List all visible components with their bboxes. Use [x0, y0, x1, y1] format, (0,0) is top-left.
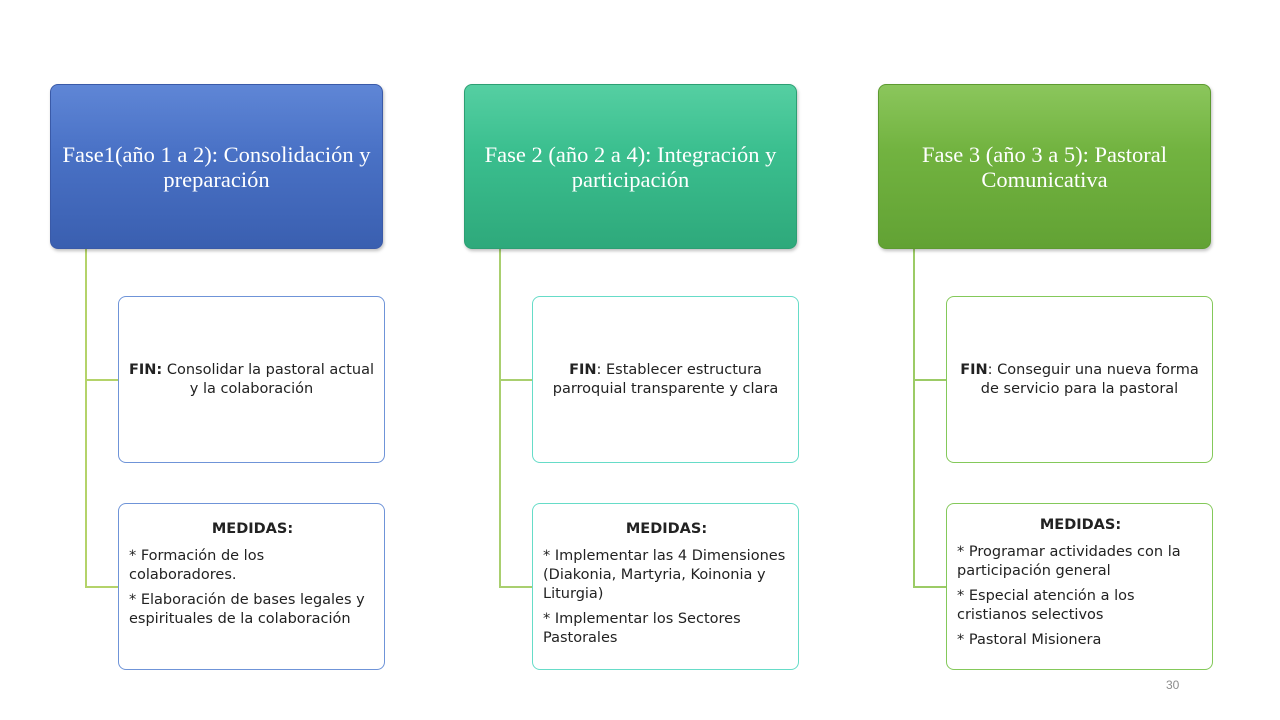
phase-2-medidas-title: MEDIDAS: [625, 521, 708, 537]
phase-2-connector-medidas [499, 586, 532, 588]
phase-2-header: Fase 2 (año 2 a 4): Integración y partic… [464, 84, 797, 249]
phase-1-connector-fin [85, 379, 118, 381]
phase-1-connector-vertical [85, 249, 87, 587]
phase-1-fin-text: Consolidar la pastoral actual y la colab… [162, 361, 375, 397]
phase-2-fin-label: FIN [569, 361, 597, 378]
phase-1-medida-item: * Elaboración de bases legales y espirit… [129, 592, 365, 627]
phase-3-medida-item: * Especial atención a los cristianos sel… [957, 588, 1135, 623]
phase-1-fin-label: FIN: [128, 361, 163, 378]
phase-3-fin-label: FIN [960, 361, 988, 378]
phase-3-fin-card: FIN: Conseguir una nueva forma de servic… [946, 296, 1213, 463]
phase-3-medidas-title: MEDIDAS: [1039, 517, 1122, 533]
phase-1-medida-item: * Formación de los colaboradores. [129, 548, 265, 583]
phase-2-medida-item: * Implementar las 4 Dimensiones (Diakoni… [543, 548, 786, 602]
phase-1-fin: FIN: Consolidar la pastoral actual y la … [125, 361, 378, 399]
phase-2-medida-item: * Implementar los Sectores Pastorales [543, 611, 741, 646]
phase-1-title: Fase1(año 1 a 2): Consolidación y prepar… [62, 141, 371, 192]
phase-3-title: Fase 3 (año 3 a 5): Pastoral Comunicativ… [922, 141, 1167, 192]
phase-1-medidas-card: MEDIDAS: * Formación de los colaboradore… [118, 503, 385, 670]
phase-3-fin-text: : Conseguir una nueva forma de servicio … [980, 361, 1199, 397]
phase-3-connector-vertical [913, 249, 915, 587]
phase-3-column: Fase 3 (año 3 a 5): Pastoral Comunicativ… [878, 0, 1218, 720]
phase-2-fin-text: : Establecer estructura parroquial trans… [552, 361, 779, 397]
phase-2-connector-vertical [499, 249, 501, 587]
phase-2-fin-card: FIN: Establecer estructura parroquial tr… [532, 296, 799, 463]
phase-1-medidas-title: MEDIDAS: [211, 521, 294, 537]
phase-3-medida-item: * Programar actividades con la participa… [957, 544, 1181, 579]
phase-2-medidas-card: MEDIDAS: * Implementar las 4 Dimensiones… [532, 503, 799, 670]
phase-1-fin-card: FIN: Consolidar la pastoral actual y la … [118, 296, 385, 463]
page-number: 30 [1166, 678, 1180, 692]
phase-2-column: Fase 2 (año 2 a 4): Integración y partic… [464, 0, 804, 720]
phase-3-fin: FIN: Conseguir una nueva forma de servic… [953, 361, 1206, 399]
phase-3-connector-medidas [913, 586, 946, 588]
phase-3-medidas-card: MEDIDAS: * Programar actividades con la … [946, 503, 1213, 670]
phase-3-medida-item: * Pastoral Misionera [957, 632, 1102, 648]
phase-1-connector-medidas [85, 586, 118, 588]
phase-1-column: Fase1(año 1 a 2): Consolidación y prepar… [50, 0, 390, 720]
phase-3-connector-fin [913, 379, 946, 381]
phase-2-fin: FIN: Establecer estructura parroquial tr… [539, 361, 792, 399]
phase-2-title: Fase 2 (año 2 a 4): Integración y partic… [484, 141, 777, 192]
phase-3-header: Fase 3 (año 3 a 5): Pastoral Comunicativ… [878, 84, 1211, 249]
phase-1-header: Fase1(año 1 a 2): Consolidación y prepar… [50, 84, 383, 249]
phase-2-connector-fin [499, 379, 532, 381]
